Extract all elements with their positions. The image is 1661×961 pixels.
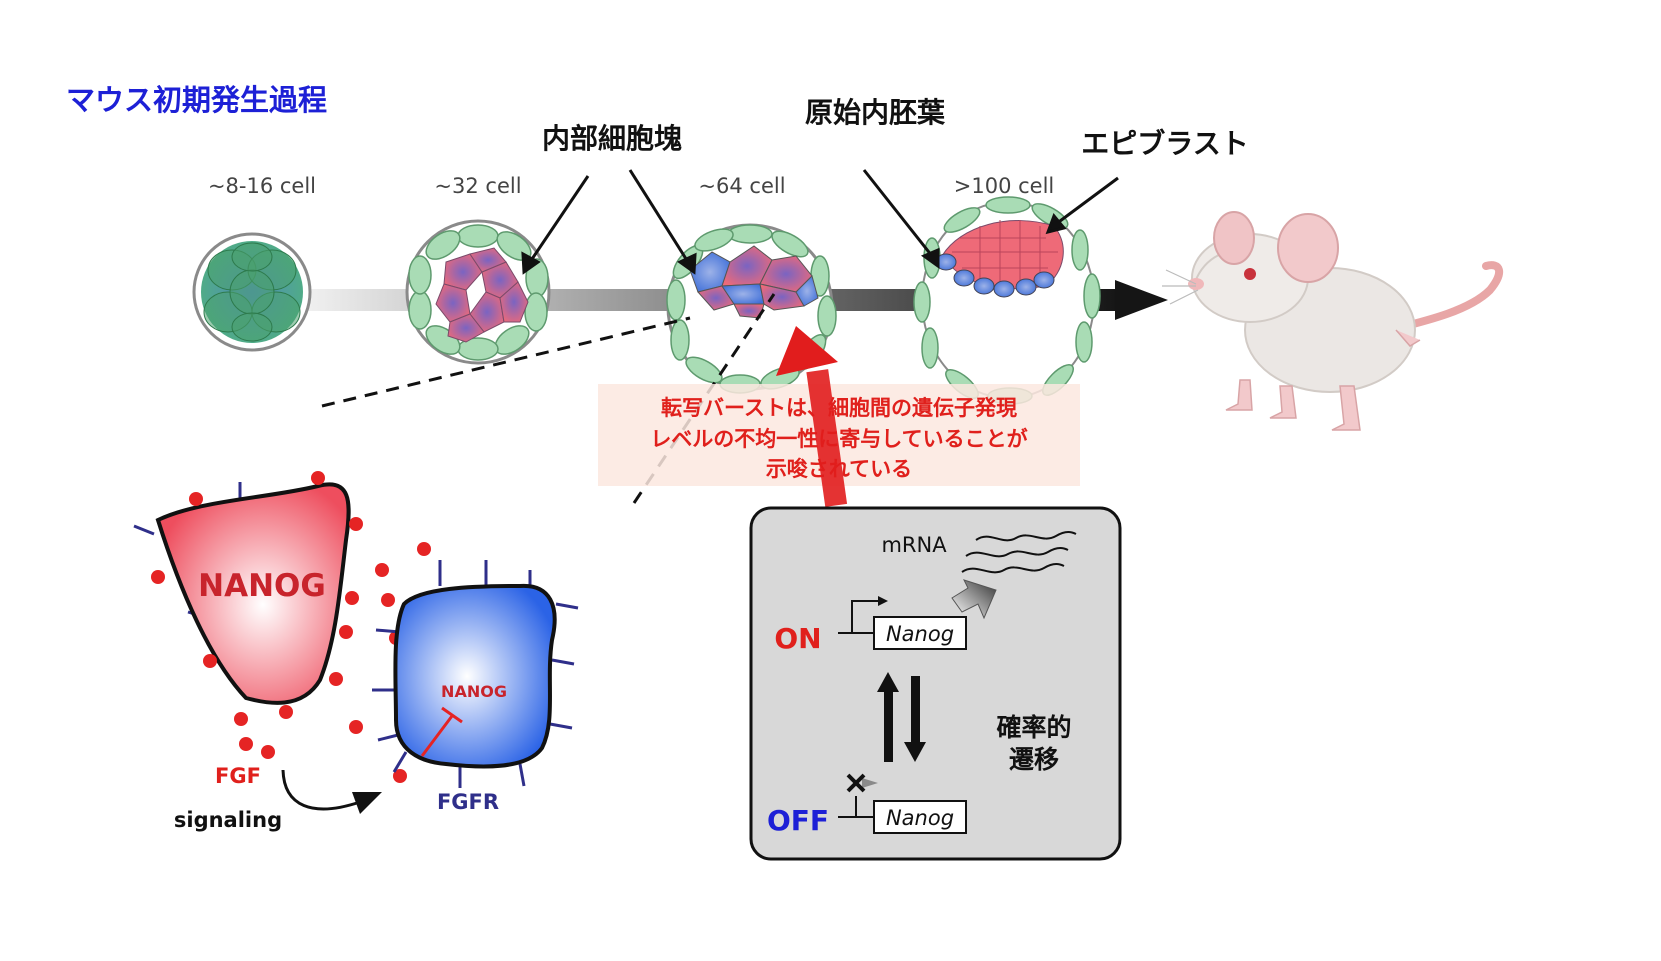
mrna-waves: [961, 531, 1077, 574]
on-label: ON: [774, 622, 821, 655]
nanog-small-label: NANOG: [441, 682, 507, 701]
note-line: 転写バーストは、細胞間の遺伝子発現: [661, 396, 1017, 420]
embryo-32-cell: [405, 219, 551, 365]
embryo-blastocyst: [913, 196, 1101, 405]
signaling-arrow: [281, 769, 382, 814]
transition-label: 確率的: [996, 713, 1071, 742]
blocked-icon: [846, 773, 866, 793]
transition-label: 遷移: [1009, 745, 1059, 774]
mrna-label: mRNA: [881, 533, 947, 557]
primitive-endoderm-label: 原始内胚葉: [805, 96, 946, 129]
fgf-label: FGF: [215, 764, 261, 788]
epiblast-label: エピブラスト: [1081, 127, 1248, 160]
stage-label: ~32 cell: [434, 174, 521, 198]
icm-label: 内部細胞塊: [542, 122, 682, 155]
morula-embryo: [192, 232, 312, 352]
nanog-cell: NANOG: [133, 482, 351, 705]
nanog-large-label: NANOG: [198, 568, 326, 604]
gene-off-label: Nanog: [886, 806, 954, 830]
fgfr-cell: NANOG: [372, 560, 579, 788]
transition-arrows: [877, 672, 926, 762]
page-title: マウス初期発生過程: [66, 83, 327, 117]
red-arrow: [776, 326, 848, 507]
annotation-arrows: [521, 169, 1119, 275]
stage-label: ~64 cell: [698, 174, 785, 198]
zoom-dashed-lines: [321, 293, 776, 504]
signaling-label: signaling: [174, 808, 282, 832]
stage-label: ~8-16 cell: [208, 174, 316, 198]
burst-panel: mRNA ON Nanog 確率的 遷移 OFF Nanog: [749, 506, 1122, 861]
stage-label: >100 cell: [954, 174, 1055, 198]
mouse-illustration: [1162, 211, 1504, 431]
fgf-molecules: [151, 471, 431, 783]
gene-on-label: Nanog: [886, 622, 954, 646]
off-label: OFF: [767, 804, 829, 837]
fgfr-label: FGFR: [437, 790, 499, 814]
